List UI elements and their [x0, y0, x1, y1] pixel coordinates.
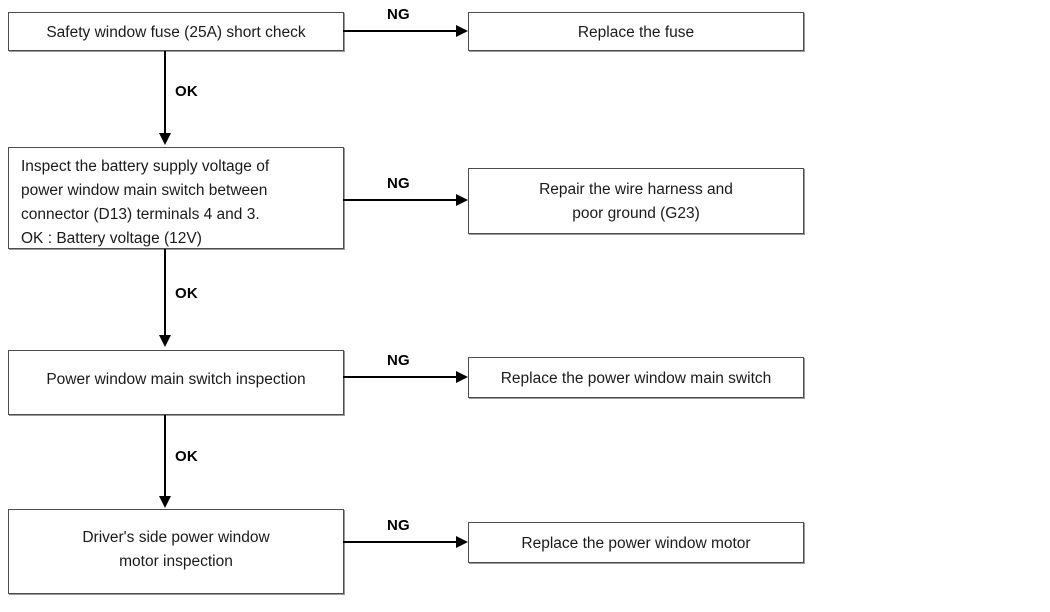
node-safety-window-fuse-check[interactable]: Safety window fuse (25A) short check — [8, 12, 344, 51]
edge-ok-2-arrowhead — [159, 335, 171, 347]
edge-label-ng-3: NG — [387, 352, 410, 369]
node-label: Power window main switch inspection — [46, 371, 306, 388]
node-replace-power-window-motor[interactable]: Replace the power window motor — [468, 522, 804, 563]
node-label: Replace the power window main switch — [500, 370, 772, 387]
edge-label-ng-1: NG — [387, 6, 410, 23]
node-label: Inspect the battery supply voltage of po… — [21, 158, 270, 247]
edge-ng-2-line — [343, 199, 458, 201]
edge-label-ok-1: OK — [175, 83, 198, 100]
edge-ok-2-line — [164, 249, 166, 336]
node-label: Replace the power window motor — [521, 535, 751, 552]
edge-label-ng-4: NG — [387, 517, 410, 534]
edge-ng-1-line — [343, 30, 458, 32]
node-replace-power-window-main-switch[interactable]: Replace the power window main switch — [468, 357, 804, 398]
edge-ng-1-arrowhead — [456, 25, 468, 37]
edge-ok-3-arrowhead — [159, 496, 171, 508]
node-label: Replace the fuse — [577, 24, 695, 41]
node-power-window-main-switch-inspection[interactable]: Power window main switch inspection — [8, 350, 344, 415]
node-label: Safety window fuse (25A) short check — [46, 24, 306, 41]
node-label: Driver's side power window motor inspect… — [82, 529, 270, 570]
node-replace-the-fuse[interactable]: Replace the fuse — [468, 12, 804, 51]
edge-label-ok-3: OK — [175, 448, 198, 465]
edge-ng-3-arrowhead — [456, 371, 468, 383]
edge-ng-4-line — [343, 541, 458, 543]
edge-ng-3-line — [343, 376, 458, 378]
node-repair-wire-harness-and-poor-ground[interactable]: Repair the wire harness and poor ground … — [468, 168, 804, 234]
edge-label-ng-2: NG — [387, 175, 410, 192]
node-label: Repair the wire harness and poor ground … — [539, 181, 733, 222]
edge-ng-4-arrowhead — [456, 536, 468, 548]
edge-label-ok-2: OK — [175, 285, 198, 302]
edge-ok-1-line — [164, 51, 166, 135]
node-inspect-battery-supply-voltage[interactable]: Inspect the battery supply voltage of po… — [8, 147, 344, 249]
edge-ok-3-line — [164, 415, 166, 498]
edge-ng-2-arrowhead — [456, 194, 468, 206]
edge-ok-1-arrowhead — [159, 133, 171, 145]
node-drivers-side-power-window-motor-inspection[interactable]: Driver's side power window motor inspect… — [8, 509, 344, 594]
